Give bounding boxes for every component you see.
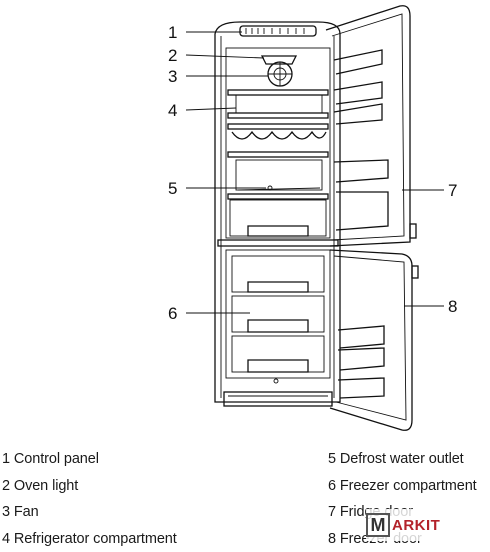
legend-item-control-panel: 1 Control panel [2, 446, 177, 473]
watermark-logo: M ARKIT [366, 509, 444, 541]
watermark-box-letter: M [366, 513, 390, 537]
legend-item-oven-light: 2 Oven light [2, 473, 177, 500]
legend-item-fan: 3 Fan [2, 499, 177, 526]
legend-left: 1 Control panel 2 Oven light 3 Fan 4 Ref… [2, 446, 177, 552]
callout-4: 4 [168, 101, 177, 120]
callout-1: 1 [168, 23, 177, 42]
callout-5: 5 [168, 179, 177, 198]
legend-item-defrost-water-outlet: 5 Defrost water outlet [328, 446, 477, 473]
callout-3: 3 [168, 67, 177, 86]
fridge-body [215, 22, 340, 406]
refrigerator-diagram: 1 2 3 4 5 6 7 8 [0, 0, 490, 445]
callout-lines [186, 32, 444, 313]
callout-7: 7 [448, 181, 457, 200]
legend-item-refrigerator-compartment: 4 Refrigerator compartment [2, 526, 177, 552]
callout-6: 6 [168, 304, 177, 323]
watermark-text: ARKIT [392, 517, 440, 534]
callout-2: 2 [168, 46, 177, 65]
callout-8: 8 [448, 297, 457, 316]
legend-item-freezer-compartment: 6 Freezer compartment [328, 473, 477, 500]
freezer-door [330, 250, 418, 430]
